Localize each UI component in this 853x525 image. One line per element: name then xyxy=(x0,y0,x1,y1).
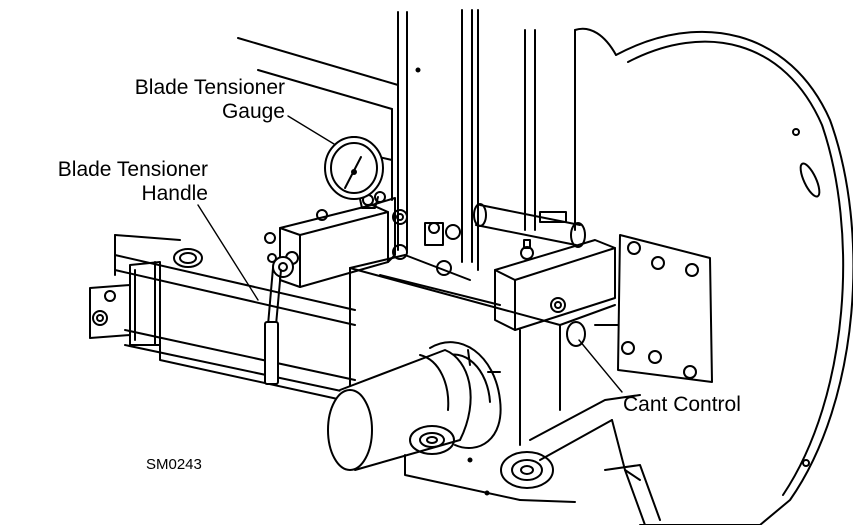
mount-plate xyxy=(594,234,713,383)
column-bolts xyxy=(392,209,461,276)
lower-rollers xyxy=(404,425,576,503)
gauge-callout: Blade Tensioner Gauge xyxy=(135,76,285,124)
figure-code: SM0243 xyxy=(146,456,202,473)
gauge-leader xyxy=(287,115,335,145)
gauge-illustration xyxy=(324,136,384,209)
leader-lines xyxy=(197,115,623,393)
upper-cylinder xyxy=(473,203,586,248)
left-bracket xyxy=(89,248,203,346)
cant-leader xyxy=(578,339,623,393)
gauge-callout-line1: Blade Tensioner xyxy=(134,76,285,99)
tensioner-block xyxy=(264,191,396,288)
handle-leader xyxy=(197,204,259,301)
lower-right-bracket xyxy=(529,394,661,525)
cant-control-callout: Cant Control xyxy=(623,393,741,416)
handle-callout-line2: Handle xyxy=(141,182,208,205)
vertical-column xyxy=(397,9,536,271)
motor-cylinder xyxy=(327,341,502,471)
blade-wheel-housing xyxy=(574,27,853,525)
horizontal-rail xyxy=(114,234,366,406)
handle-callout: Blade Tensioner Handle xyxy=(58,158,208,206)
gauge-callout-line2: Gauge xyxy=(221,100,285,123)
handle-callout-line1: Blade Tensioner xyxy=(57,158,208,181)
handle-illustration xyxy=(264,256,294,385)
cant-control-block xyxy=(494,239,616,347)
